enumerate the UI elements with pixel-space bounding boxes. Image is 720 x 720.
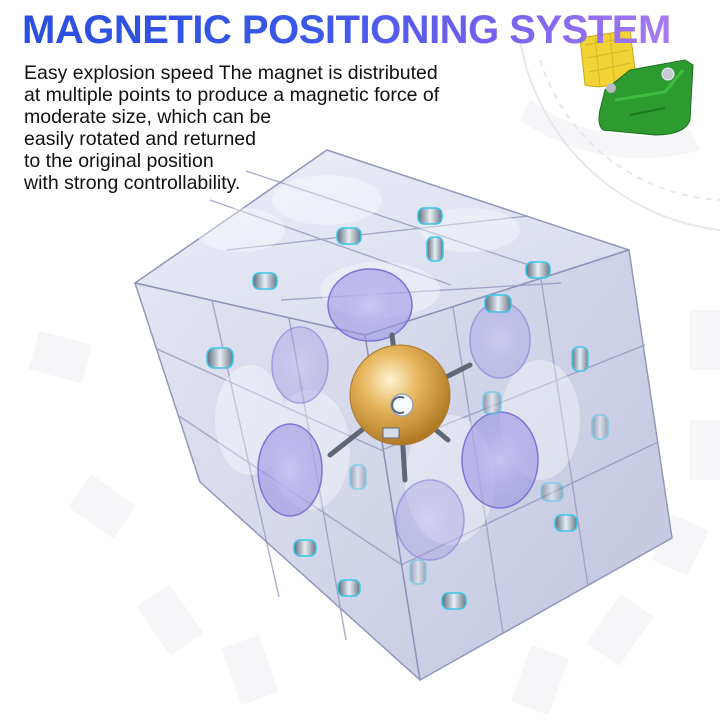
magnets	[206, 207, 609, 610]
description-text: Easy explosion speed The magnet is distr…	[24, 62, 439, 194]
description-line: moderate size, which can be	[24, 106, 272, 128]
description-line: with strong controllability.	[24, 172, 241, 194]
description-line: easily rotated and returned	[24, 128, 256, 150]
description-line: to the original position	[24, 150, 214, 172]
background-rays	[28, 100, 720, 716]
core-sphere	[349, 344, 451, 446]
center-caps	[257, 268, 539, 561]
dial-ring	[519, 39, 720, 231]
green-piece	[598, 59, 694, 136]
headline-title: MAGNETIC POSITIONING SYSTEM	[22, 8, 671, 52]
description-line: at multiple points to produce a magnetic…	[24, 84, 440, 106]
description-line: Easy explosion speed The magnet is distr…	[24, 62, 438, 84]
magnet-piece-inset	[579, 30, 694, 136]
